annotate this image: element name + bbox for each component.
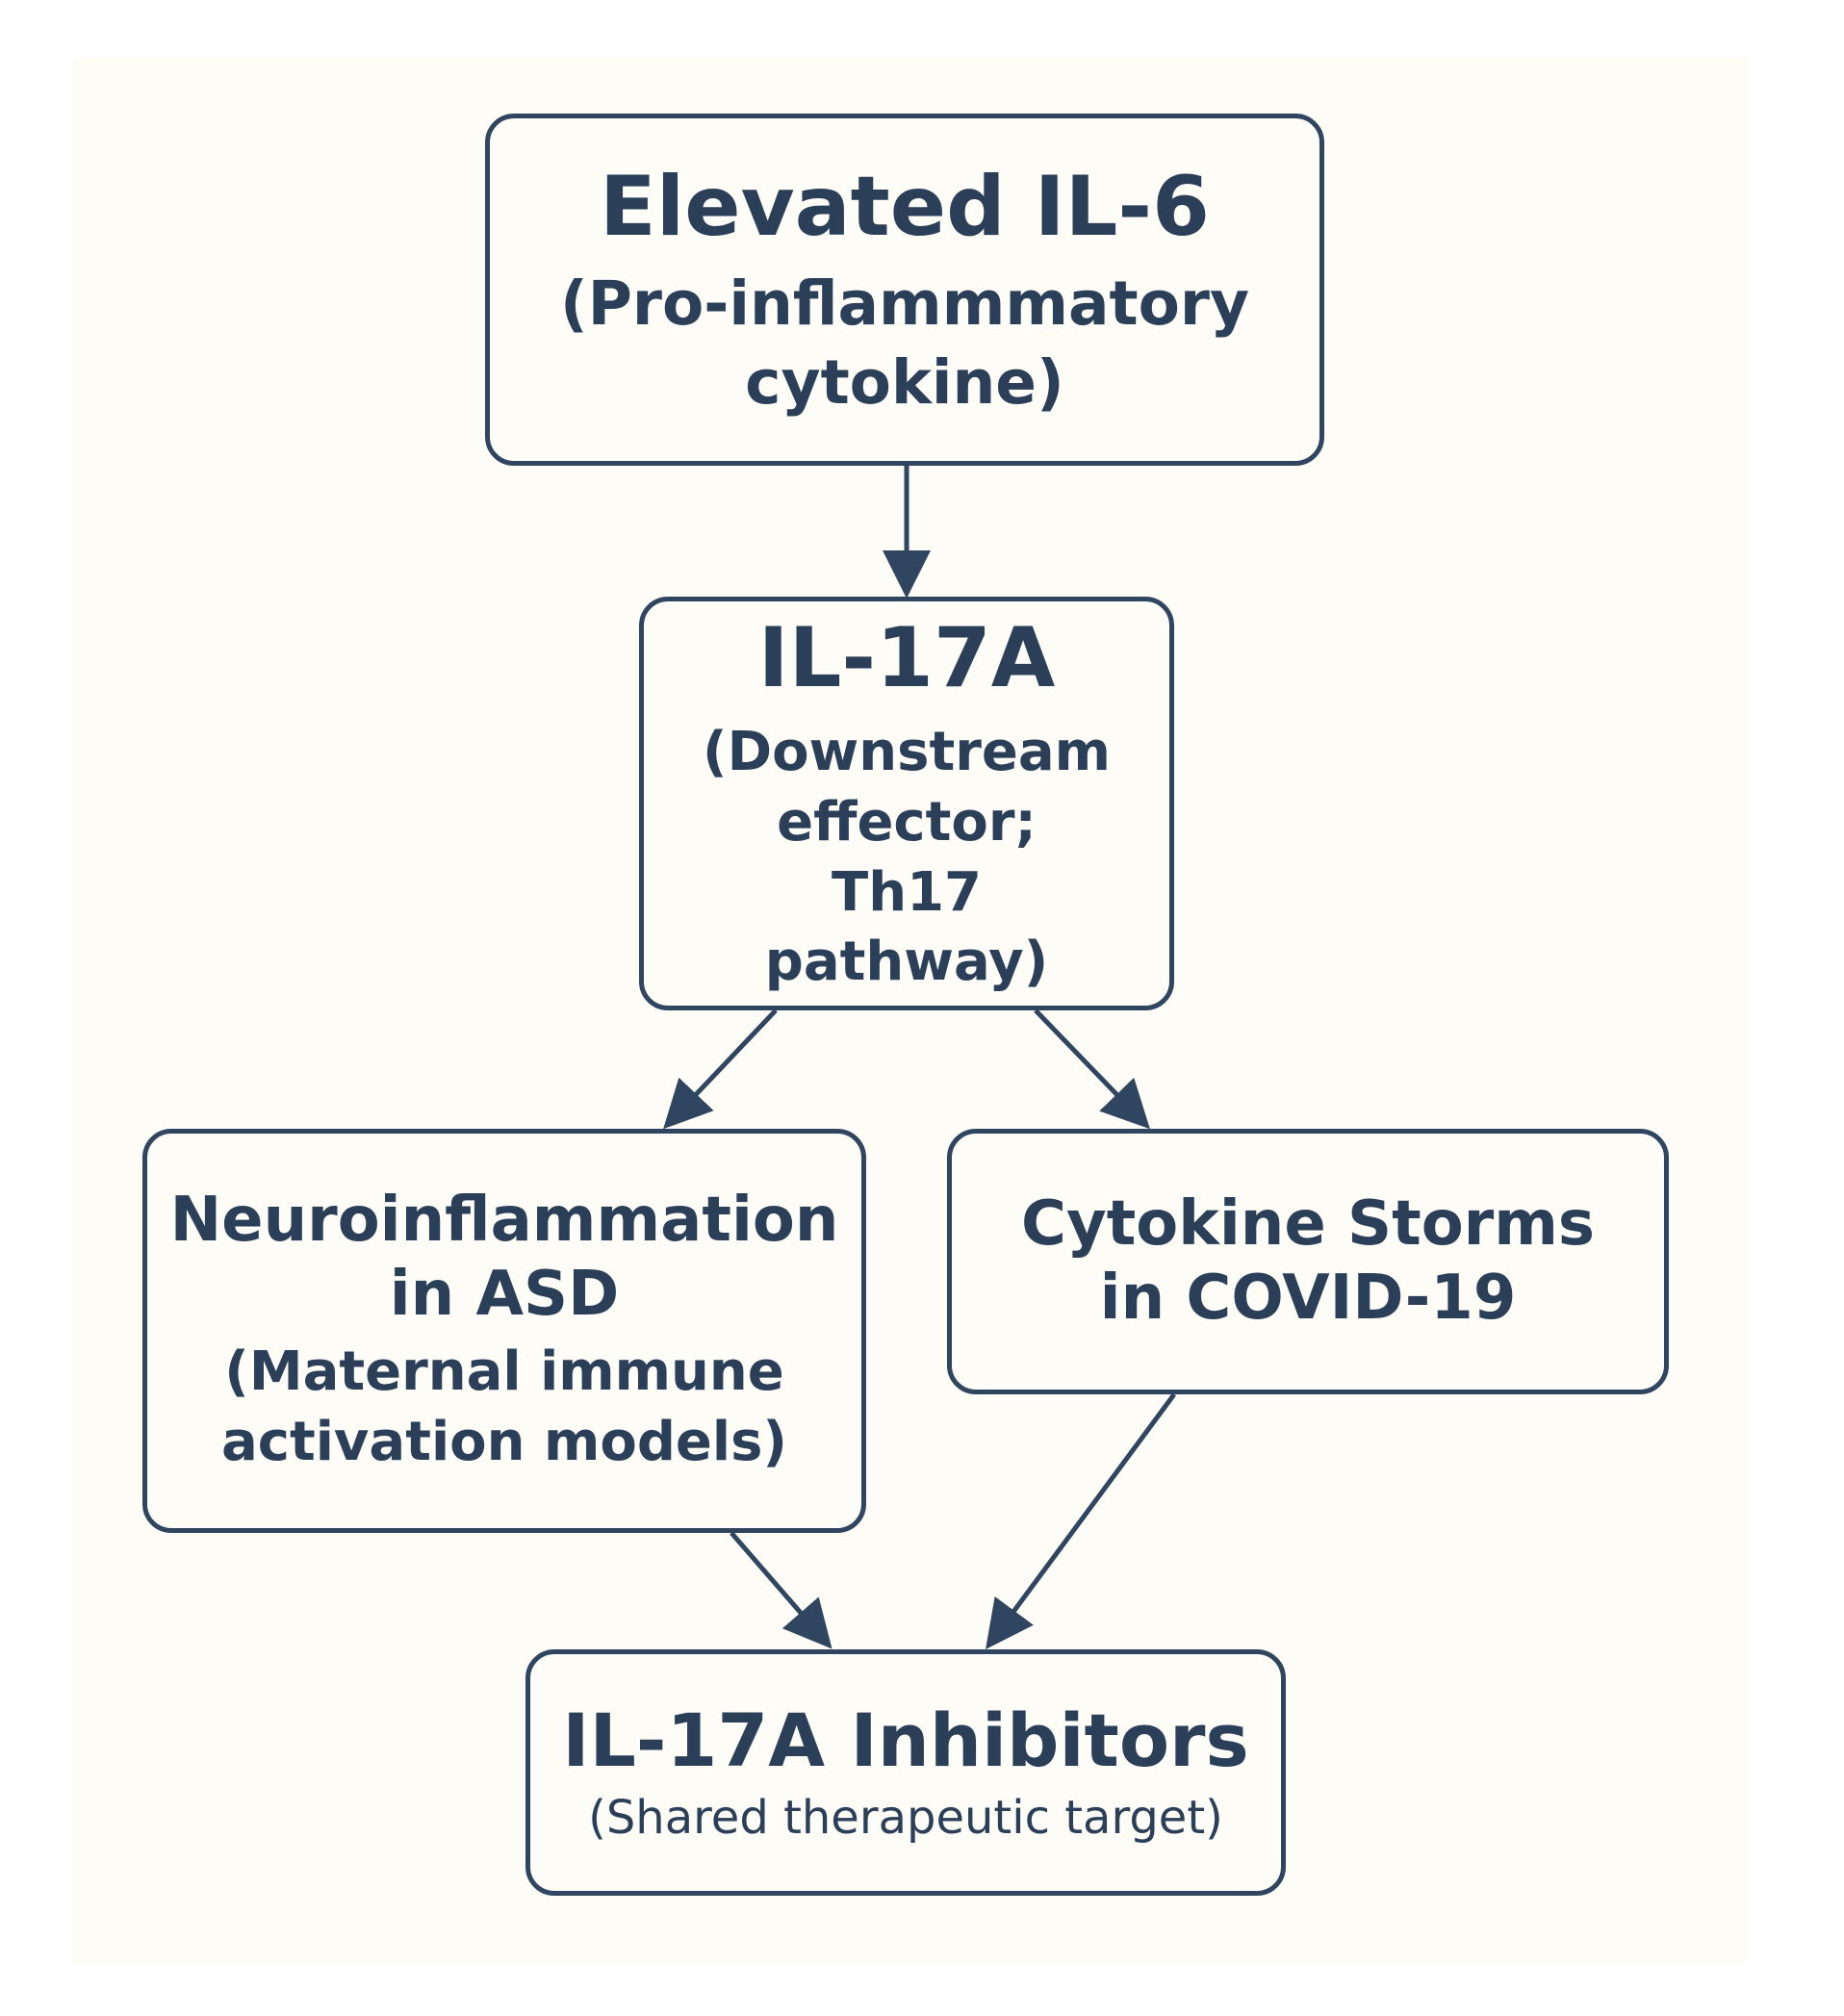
arrow-il17a-to-asd	[663, 1008, 778, 1130]
node-title: Neuroinflammation in ASD	[169, 1185, 839, 1331]
arrow-asd-to-inhibitors	[730, 1531, 832, 1649]
node-title: IL-17A Inhibitors	[562, 1697, 1249, 1784]
arrow-covid-to-inhibitors	[986, 1392, 1177, 1650]
node-title: IL-17A	[757, 609, 1056, 706]
node-neuroinflammation-asd: Neuroinflammation in ASD (Maternal immun…	[142, 1129, 866, 1533]
arrow-il17a-to-covid	[1034, 1008, 1150, 1130]
node-il17a: IL-17A (Downstream effector; Th17 pathwa…	[639, 597, 1174, 1010]
node-subtitle: (Downstream effector; Th17 pathway)	[703, 721, 1111, 994]
node-subtitle: (Pro-inflammmatory cytokine)	[559, 268, 1250, 418]
node-title: Elevated IL-6	[600, 158, 1210, 255]
node-subtitle: (Maternal immune activation models)	[220, 1340, 788, 1473]
node-cytokine-storms-covid: Cytokine Storms in COVID-19	[947, 1129, 1669, 1394]
node-subtitle: (Shared therapeutic target)	[588, 1791, 1223, 1846]
node-elevated-il6: Elevated IL-6 (Pro-inflammmatory cytokin…	[485, 114, 1324, 466]
node-il17a-inhibitors: IL-17A Inhibitors (Shared therapeutic ta…	[525, 1649, 1286, 1896]
node-title: Cytokine Storms in COVID-19	[1021, 1188, 1595, 1334]
